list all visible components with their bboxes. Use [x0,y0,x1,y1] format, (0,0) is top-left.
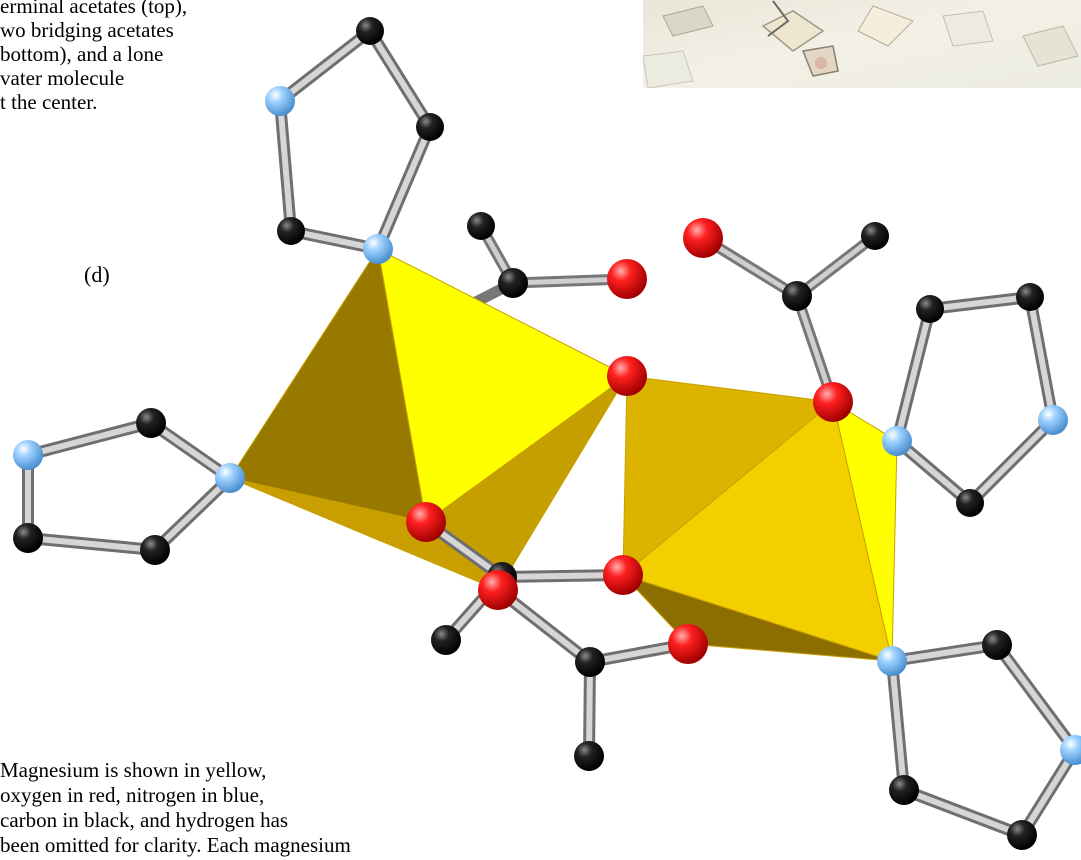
carbon-atom [416,113,444,141]
carbon-atom [431,625,461,655]
nitrogen-atom [877,646,907,676]
magnesium-polyhedron-left [229,247,628,591]
carbon-atom [498,268,528,298]
carbon-atom [13,523,43,553]
nitrogen-atom [1060,735,1081,765]
carbon-atom [575,647,605,677]
nitrogen-atom [1038,405,1068,435]
carbon-atoms [13,17,1044,850]
carbon-atom [916,295,944,323]
oxygen-atom [607,356,647,396]
oxygen-atoms [406,218,853,664]
crystal-photo [643,0,1081,88]
oxygen-atom [478,570,518,610]
nitrogen-atom [13,440,43,470]
carbon-atom [574,741,604,771]
nitrogen-atom [215,463,245,493]
carbon-atom [277,217,305,245]
caption-bottom-text: Magnesium is shown in yellow, oxygen in … [0,758,351,857]
carbon-atom [889,775,919,805]
carbon-atom [467,212,495,240]
panel-label: (d) [84,262,110,287]
nitrogen-atom [882,426,912,456]
oxygen-atom [668,624,708,664]
magnesium-polyhedron-right [621,375,898,662]
nitrogen-atom [363,234,393,264]
nitrogen-atom [265,86,295,116]
nitrogen-atoms [13,86,1081,765]
carbon-atom [140,535,170,565]
carbon-atom [782,281,812,311]
carbon-atom [136,408,166,438]
oxygen-atom [683,218,723,258]
caption-top-text: erminal acetates (top), wo bridging acet… [0,0,188,114]
oxygen-atom [406,502,446,542]
oxygen-atom [603,555,643,595]
carbon-atom [1007,820,1037,850]
carbon-atom [1016,283,1044,311]
carbon-atom [861,222,889,250]
oxygen-atom [607,259,647,299]
carbon-atom [956,489,984,517]
oxygen-atom [813,382,853,422]
carbon-atom [356,17,384,45]
carbon-atom [982,630,1012,660]
